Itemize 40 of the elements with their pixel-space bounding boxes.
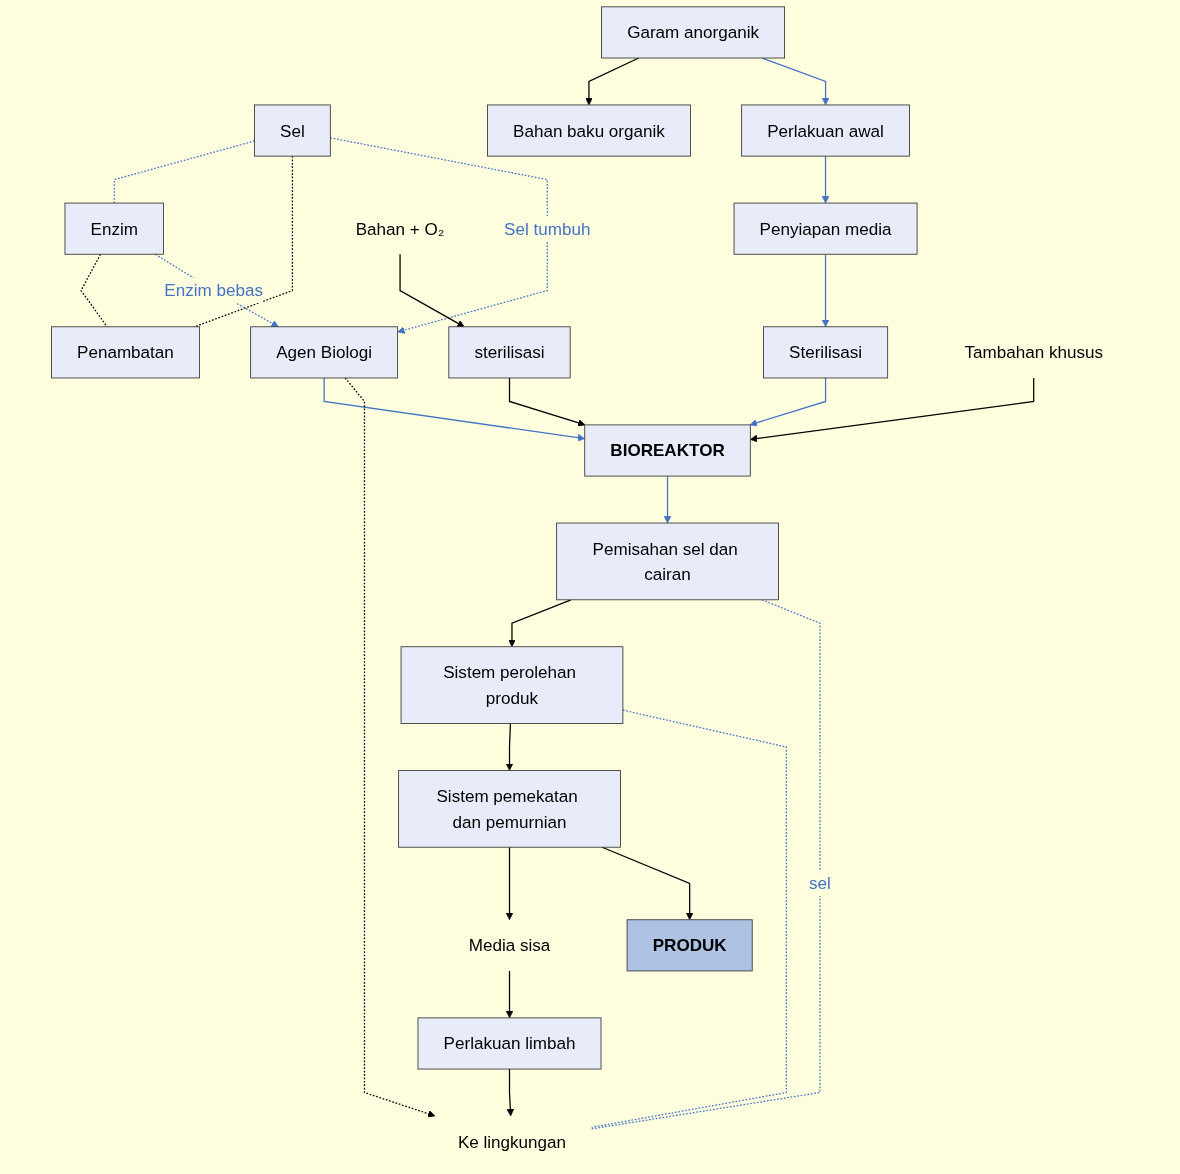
node-box: sterilisasi (448, 326, 571, 379)
arrow (399, 253, 465, 328)
arrow (505, 846, 514, 921)
connector (591, 599, 821, 1130)
node-box: Sel (254, 104, 331, 157)
node-box: Penambatan (51, 326, 200, 379)
node-box: PRODUK (626, 919, 753, 972)
arrow (505, 970, 514, 1019)
node-box: Pemisahan sel dan cairan (556, 522, 779, 601)
arrow (344, 377, 436, 1118)
arrow (506, 1068, 515, 1117)
node-box: Enzim (64, 202, 164, 255)
connector (591, 709, 787, 1128)
node-box: Agen Biologi (250, 326, 399, 379)
node-box: Perlakuan awal (741, 104, 910, 157)
arrow (505, 722, 514, 771)
arrow (750, 377, 1035, 443)
node-text: Bahan + O₂ (355, 219, 445, 239)
arrow (663, 475, 672, 524)
edge-label: sel (809, 874, 831, 893)
node-text: Tambahan khusus (964, 342, 1103, 362)
arrow (749, 377, 827, 427)
edge-label: Enzim bebas (164, 281, 263, 300)
edge-label: Sel tumbuh (504, 219, 591, 239)
node-text: Ke lingkungan (457, 1132, 567, 1151)
arrow (508, 599, 572, 648)
node-box: Perlakuan limbah (417, 1017, 602, 1070)
node-box: BIOREAKTOR (584, 424, 751, 477)
node-box: Garam anorganik (601, 6, 785, 59)
node-box: Bahan baku organik (487, 104, 691, 157)
node-box: Sistem pemekatan dan pemurnian (398, 770, 621, 848)
node-box: Sterilisasi (763, 326, 889, 379)
arrow (821, 155, 830, 204)
arrow (323, 377, 586, 442)
arrow (821, 253, 830, 328)
node-box: Sistem perolehan produk (400, 646, 624, 724)
arrow (508, 377, 586, 427)
node-text: Media sisa (468, 935, 551, 955)
node-box: Penyiapan media (733, 202, 918, 255)
arrow (329, 137, 548, 334)
